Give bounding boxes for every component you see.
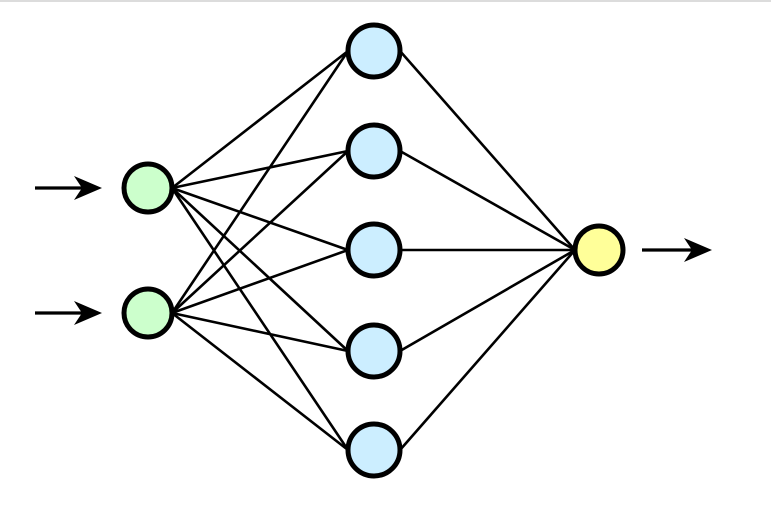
output-arrow-head-icon [684, 238, 712, 262]
edge-hidden-4-to-output-1 [399, 248, 576, 353]
edge-input-2-to-hidden-4 [171, 311, 349, 353]
input-arrow-1-head-icon [74, 176, 102, 200]
window-top-border [0, 0, 771, 2]
node-input-2 [121, 286, 175, 340]
node-hidden-3 [345, 221, 403, 279]
node-hidden-5 [345, 421, 403, 479]
edge-input-2-to-hidden-5 [171, 311, 349, 452]
edge-input-1-to-hidden-3 [171, 186, 349, 252]
node-hidden-2 [345, 122, 403, 180]
node-hidden-1 [345, 22, 403, 80]
node-output-1 [572, 223, 626, 277]
input-arrow-2-head-icon [74, 301, 102, 325]
edge-input-1-to-hidden-1 [171, 49, 349, 190]
edge-hidden-2-to-output-1 [399, 149, 576, 252]
edge-input-2-to-hidden-1 [170, 50, 350, 314]
node-input-1 [121, 161, 175, 215]
edge-input-1-to-hidden-2 [171, 149, 349, 190]
edge-input-1-to-hidden-5 [170, 187, 350, 451]
edge-input-1-to-hidden-4 [171, 187, 349, 352]
edge-hidden-5-to-output-1 [399, 249, 576, 451]
edge-input-2-to-hidden-3 [171, 248, 349, 315]
node-hidden-4 [345, 322, 403, 380]
edge-input-2-to-hidden-2 [171, 150, 349, 314]
edge-hidden-1-to-output-1 [399, 50, 576, 251]
